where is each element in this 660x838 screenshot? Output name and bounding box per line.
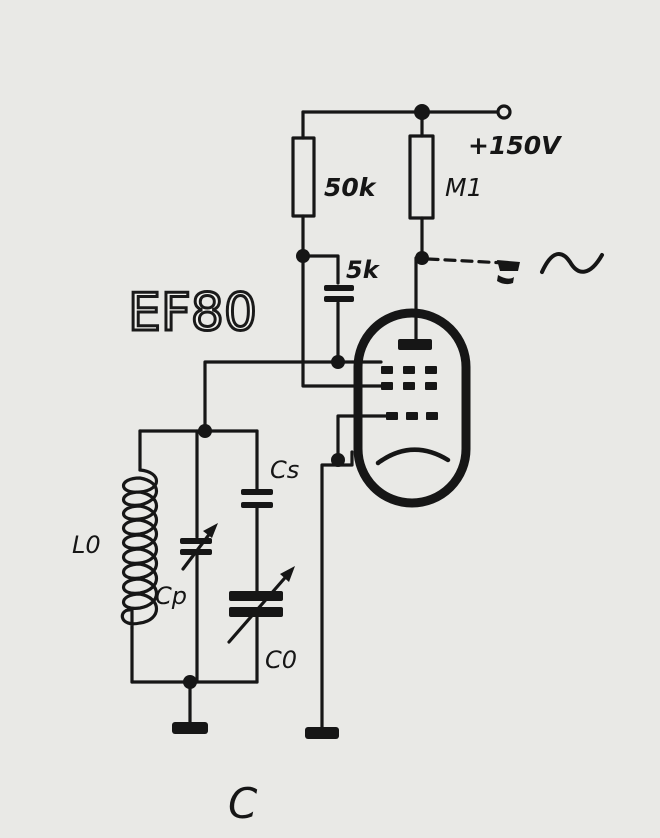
tube-heater-arc	[375, 447, 451, 466]
output-plug	[497, 260, 520, 271]
tube-grid-dash	[425, 382, 437, 390]
inductor-coil	[120, 468, 159, 630]
screen-cap-plate	[324, 296, 354, 302]
junction-dot	[183, 675, 197, 689]
junction-dot	[414, 104, 430, 120]
suppressor-grid-wire	[336, 414, 388, 462]
cs-plate	[241, 502, 273, 508]
screen-cap-plate	[324, 285, 354, 291]
c0-label: C0	[265, 646, 297, 674]
screen-node-wire	[301, 254, 340, 285]
c0-plate	[229, 607, 283, 617]
junction-dot	[415, 251, 429, 265]
c0-arrow-head	[280, 566, 295, 582]
tube-grid-dash	[381, 366, 393, 374]
anode-resistor-label: M1	[445, 173, 482, 202]
output-wave-symbol	[540, 252, 604, 274]
junction-dot	[198, 424, 212, 438]
cp-plate	[180, 538, 212, 544]
output-plug-tail	[497, 275, 514, 285]
tube-grid-dash	[381, 382, 393, 390]
cs-label: Cs	[270, 456, 299, 484]
tube-grid-dash	[425, 366, 437, 374]
tube-grid-dash	[403, 382, 415, 390]
cs-plate	[241, 489, 273, 495]
cp-plate	[180, 549, 212, 555]
cp-label: Cp	[155, 582, 187, 610]
tube-grid-dash	[406, 412, 418, 420]
tube-grid-dash	[426, 412, 438, 420]
junction-dot	[331, 355, 345, 369]
tube-envelope	[353, 308, 471, 508]
output-dashed-lead	[426, 257, 507, 265]
screen-cap-label: 5k	[346, 256, 381, 284]
supply-terminal	[496, 104, 512, 120]
tube-grid-dash	[403, 366, 415, 374]
cathode-ground-wire	[320, 463, 340, 729]
tube-anode	[398, 339, 432, 350]
supply-voltage-label: +150V	[468, 131, 562, 160]
control-grid-wire	[203, 360, 383, 433]
junction-dot	[296, 249, 310, 263]
cp-arrow-head	[203, 523, 218, 538]
figure-label: C	[228, 779, 258, 828]
cathode-ground-symbol	[305, 727, 339, 739]
junction-dot	[331, 453, 345, 467]
tube-type-label: EF80	[128, 283, 257, 343]
tube-grid-dash	[386, 412, 398, 420]
l0-label: L0	[72, 531, 101, 559]
screen-resistor-label: 50k	[324, 173, 377, 202]
tank-ground-symbol	[172, 722, 208, 734]
c0-plate	[229, 591, 283, 601]
